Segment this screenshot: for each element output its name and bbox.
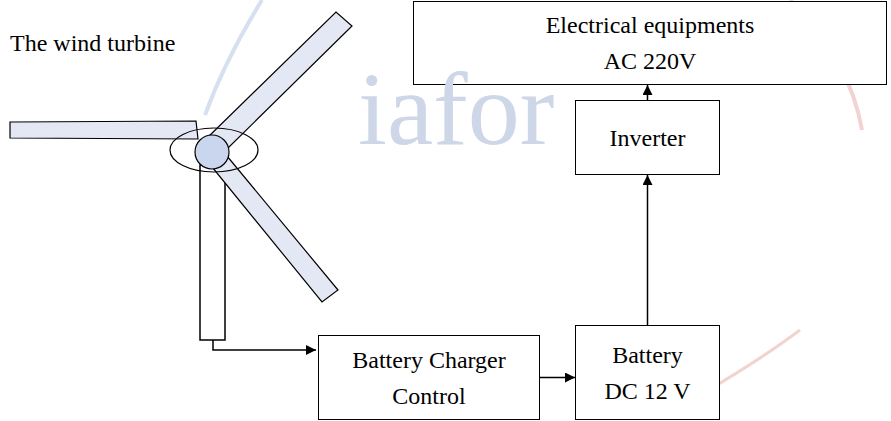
turbine-label: The wind turbine: [10, 30, 175, 56]
box-label: Inverter: [610, 120, 686, 156]
turbine-tower: [200, 165, 225, 340]
box-label: Battery DC 12 V: [598, 337, 698, 409]
turbine-hub: [195, 135, 229, 169]
watermark: iafor: [358, 52, 554, 166]
flow-arrow: [540, 377, 575, 379]
flow-arrow: [647, 175, 649, 325]
turbine-blade: [208, 150, 338, 302]
turbine-wire: [213, 340, 316, 350]
process-box: Battery DC 12 V: [575, 325, 720, 420]
process-box: Battery Charger Control: [318, 335, 540, 420]
turbine-blade: [10, 121, 198, 139]
process-box: Inverter: [575, 100, 720, 175]
turbine-nacelle: [170, 128, 258, 172]
flow-arrow: [647, 85, 649, 100]
box-label: Electrical equipments AC 220V: [530, 7, 770, 79]
box-label: Battery Charger Control: [329, 342, 529, 414]
